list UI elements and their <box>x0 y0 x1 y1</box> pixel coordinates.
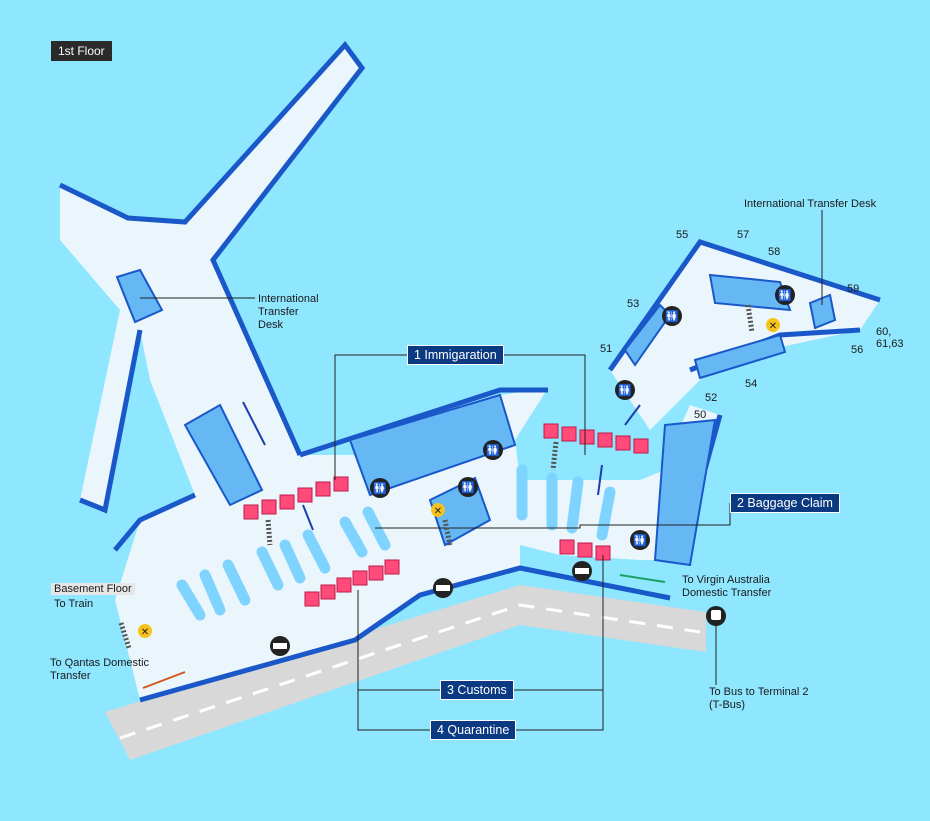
bus-label-line: (T-Bus) <box>709 699 746 711</box>
transfer-desk-west-line: Transfer <box>258 306 299 318</box>
transfer-desk-east-label: International Transfer Desk <box>744 198 877 210</box>
no-entry-icon: ✕ <box>766 318 780 332</box>
svg-text:✕: ✕ <box>141 627 149 638</box>
gate-label: 57 <box>737 229 750 241</box>
qantas-arrow <box>142 671 186 689</box>
gate-label: 53 <box>627 298 640 310</box>
svg-text:🚻: 🚻 <box>461 481 475 494</box>
gate-label: 61,63 <box>876 338 904 350</box>
svg-text:🚻: 🚻 <box>665 310 679 323</box>
gate-label: 60, <box>876 326 892 338</box>
toilet-icon: 🚻 <box>775 285 795 305</box>
transfer-desk-west-label: International Transfer Desk <box>258 293 319 332</box>
gate-label: 51 <box>600 343 613 355</box>
baggage-service-icon <box>572 561 592 581</box>
step-baggage-claim: 2 Baggage Claim <box>730 493 840 513</box>
baggage-belts <box>176 464 616 621</box>
step-quarantine: 4 Quarantine <box>430 720 517 740</box>
bus-icon <box>706 606 726 626</box>
transfer-desk-west-line: International <box>258 293 319 305</box>
road <box>105 585 706 760</box>
gate-label: 56 <box>851 344 864 356</box>
no-entry-icon: ✕ <box>431 503 445 517</box>
counters <box>243 423 649 607</box>
svg-text:🚻: 🚻 <box>618 384 632 397</box>
toilet-icon: 🚻 <box>615 380 635 400</box>
svg-text:✕: ✕ <box>434 506 442 517</box>
basement-floor-label: Basement Floor <box>51 583 135 596</box>
floor-label: 1st Floor <box>51 41 112 61</box>
svg-text:🚻: 🚻 <box>486 444 500 457</box>
step-immigration: 1 Immigaration <box>407 345 504 365</box>
gate-label: 59 <box>847 283 860 295</box>
toilet-icon: 🚻 <box>630 530 650 550</box>
gate-label: 50 <box>694 409 707 421</box>
escalator-icon <box>118 304 755 649</box>
gate-label: 52 <box>705 392 718 404</box>
qantas-transfer-line: To Qantas Domestic <box>50 657 150 669</box>
gate-label: 55 <box>676 229 689 241</box>
step-customs: 3 Customs <box>440 680 514 700</box>
qantas-transfer-label: To Qantas Domestic Transfer <box>50 657 149 683</box>
svg-text:🚻: 🚻 <box>778 289 792 302</box>
flow-arrows <box>242 401 641 531</box>
qantas-transfer-line: Transfer <box>50 670 91 682</box>
basement-floor-text: Basement Floor <box>51 583 135 595</box>
to-train-label: To Train <box>54 598 94 610</box>
gate-label: 58 <box>768 246 781 258</box>
virgin-arrow <box>619 574 666 583</box>
terminal-floor <box>60 45 880 700</box>
transfer-desk-west-line: Desk <box>258 319 284 331</box>
baggage-service-icon <box>270 636 290 656</box>
facility-blocks <box>115 268 837 567</box>
virgin-transfer-line: To Virgin Australia <box>682 574 770 586</box>
svg-text:✕: ✕ <box>769 321 777 332</box>
gate-label: 54 <box>745 378 758 390</box>
baggage-service-icon <box>433 578 453 598</box>
svg-text:🚻: 🚻 <box>633 534 647 547</box>
toilet-icon: 🚻 <box>370 478 390 498</box>
svg-text:🚻: 🚻 <box>373 482 387 495</box>
toilet-icon: 🚻 <box>458 477 478 497</box>
no-entry-icon: ✕ <box>138 624 152 638</box>
toilet-icon: 🚻 <box>662 306 682 326</box>
bus-label-line: To Bus to Terminal 2 <box>709 686 809 698</box>
virgin-transfer-line: Domestic Transfer <box>682 587 772 599</box>
toilet-icon: 🚻 <box>483 440 503 460</box>
bus-label: To Bus to Terminal 2 (T-Bus) <box>709 686 808 712</box>
virgin-transfer-label: To Virgin Australia Domestic Transfer <box>682 574 771 600</box>
